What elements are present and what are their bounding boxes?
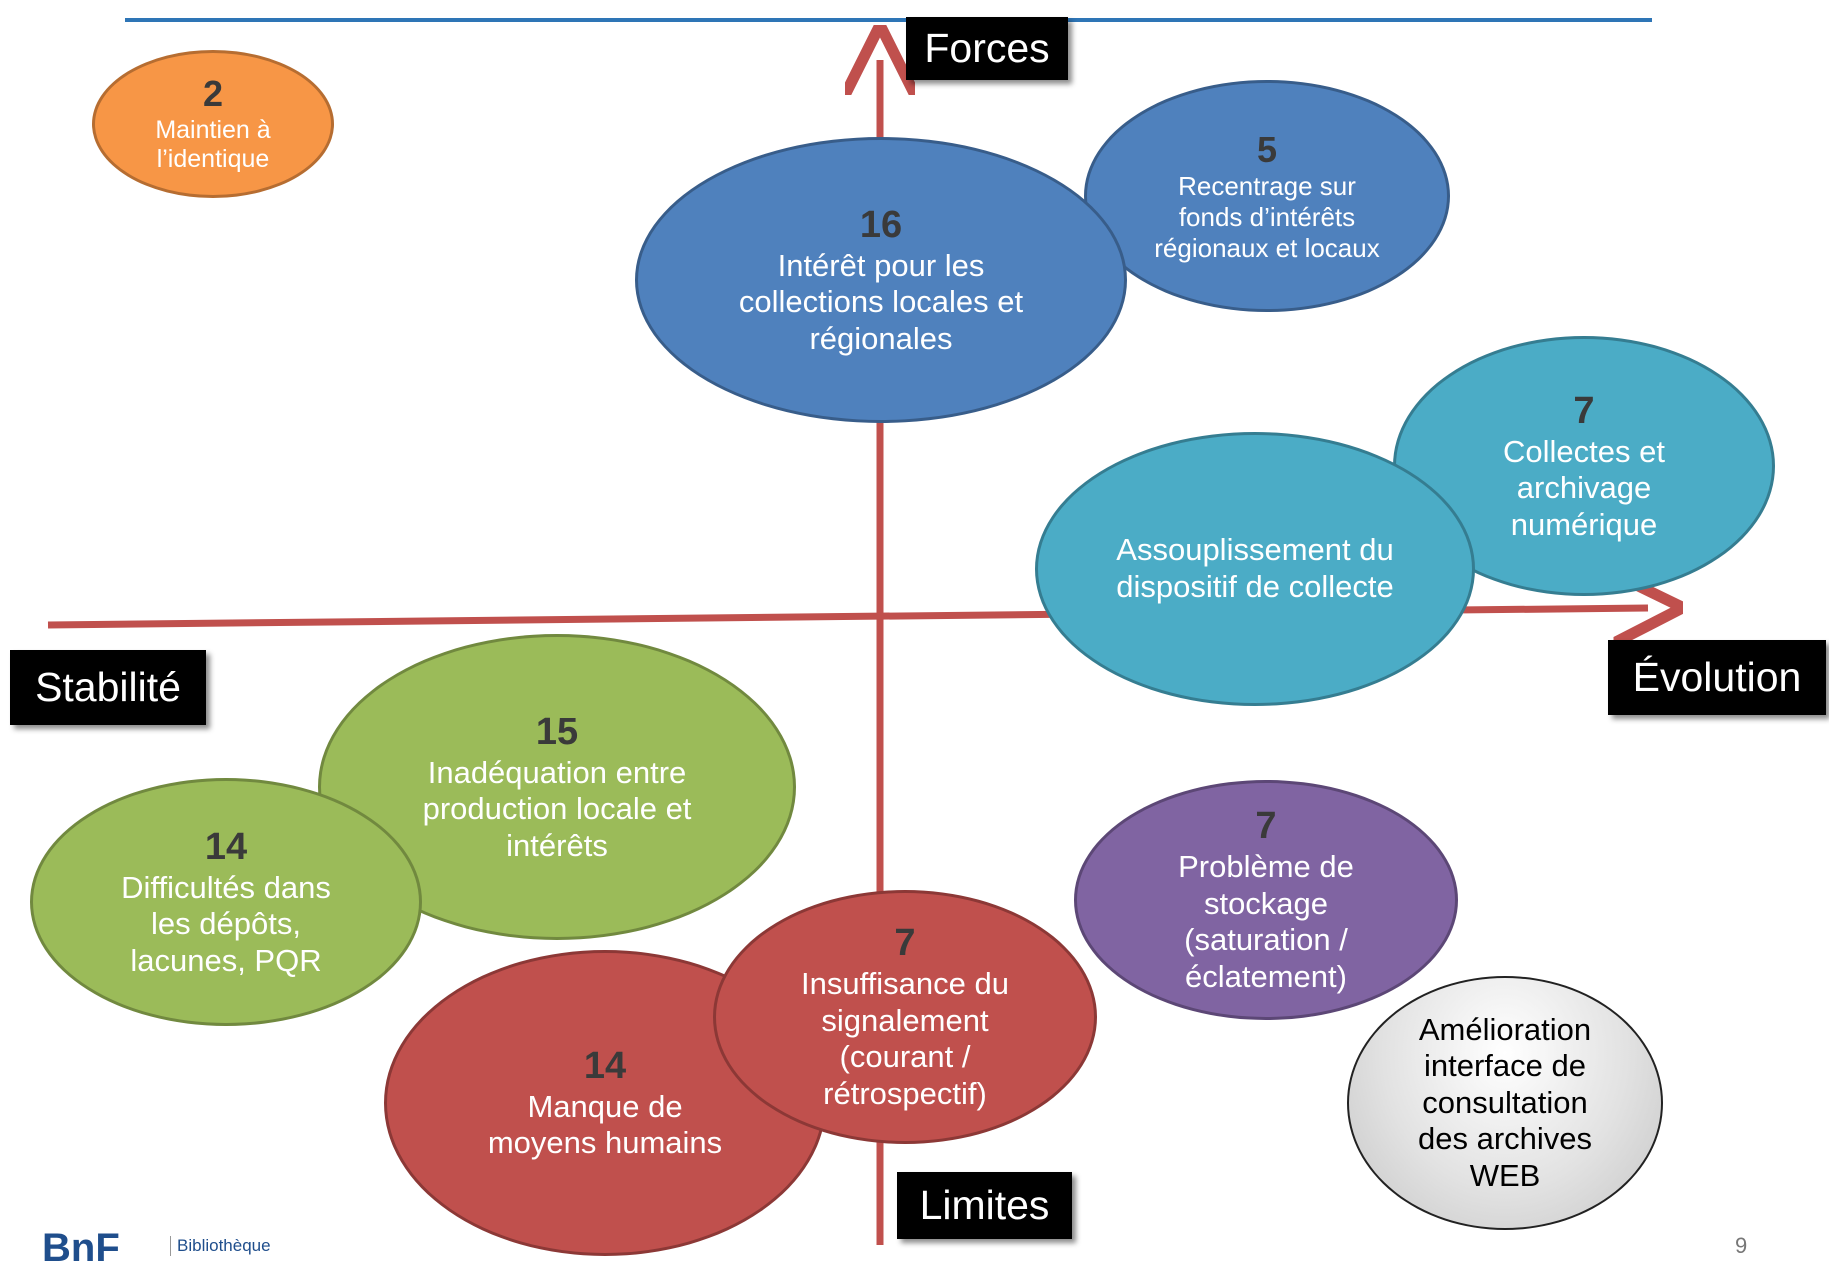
axis-label-limites: Limites [897, 1172, 1072, 1239]
bubble-recentrage-label: Recentrage sur fonds d’intérêts régionau… [1154, 171, 1380, 263]
bubble-maintien-count: 2 [202, 73, 224, 115]
bubble-assouplissement: Assouplissement du dispositif de collect… [1035, 432, 1475, 706]
bubble-recentrage: 5 Recentrage sur fonds d’intérêts région… [1084, 80, 1450, 312]
bubble-amelioration: Amélioration interface de consultation d… [1347, 976, 1663, 1230]
bubble-interet: 16 Intérêt pour les collections locales … [635, 137, 1127, 423]
axis-label-stabilite: Stabilité [10, 650, 206, 725]
bubble-difficultes-count: 14 [204, 825, 248, 868]
bnf-logo: BnF [42, 1226, 120, 1270]
bubble-inadequation-label: Inadéquation entre production locale et … [422, 754, 692, 863]
bubble-moyens-label: Manque de moyens humains [487, 1088, 723, 1161]
bubble-signalement-label: Insuffisance du signalement (courant / r… [801, 966, 1009, 1111]
bubble-stockage-label: Problème de stockage (saturation / éclat… [1178, 849, 1354, 994]
bubble-inadequation-count: 15 [535, 710, 579, 753]
bubble-difficultes-label: Difficultés dans les dépôts, lacunes, PQ… [121, 869, 331, 978]
bubble-collectes-count: 7 [1573, 389, 1595, 432]
bubble-assouplissement-label: Assouplissement du dispositif de collect… [1116, 532, 1394, 604]
bubble-interet-label: Intérêt pour les collections locales et … [738, 247, 1024, 356]
bubble-maintien-label: Maintien à l’identique [155, 115, 271, 174]
bubble-moyens-count: 14 [583, 1045, 627, 1087]
bubble-maintien: 2 Maintien à l’identique [92, 50, 334, 198]
bubble-recentrage-count: 5 [1256, 128, 1278, 170]
bubble-difficultes: 14 Difficultés dans les dépôts, lacunes,… [30, 778, 422, 1026]
bubble-signalement: 7 Insuffisance du signalement (courant /… [713, 890, 1097, 1144]
bnf-logo-subtitle: Bibliothèque [170, 1236, 271, 1256]
bubble-stockage: 7 Problème de stockage (saturation / écl… [1074, 780, 1458, 1020]
page-number: 9 [1735, 1233, 1748, 1258]
axis-label-forces: Forces [906, 17, 1068, 80]
bubble-amelioration-label: Amélioration interface de consultation d… [1417, 1011, 1593, 1193]
bubble-interet-count: 16 [859, 203, 903, 246]
bubble-signalement-count: 7 [894, 922, 916, 965]
axis-label-evolution: Évolution [1608, 640, 1826, 715]
bubble-stockage-count: 7 [1255, 805, 1277, 848]
bubble-collectes-label: Collectes et archivage numérique [1503, 433, 1665, 542]
